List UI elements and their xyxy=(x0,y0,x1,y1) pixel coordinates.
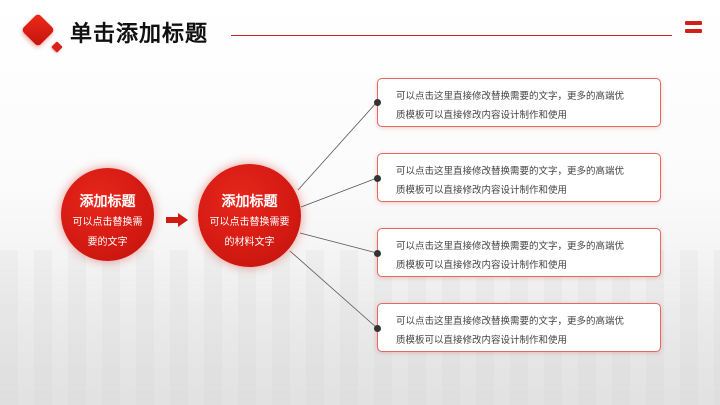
connector-dot-4 xyxy=(374,325,381,332)
connector-dot-2 xyxy=(374,175,381,182)
source-circle[interactable]: 添加标题 可以点击替换需 要的文字 xyxy=(61,168,154,261)
info-box-4-line2: 质模板可以直接修改内容设计制作和使用 xyxy=(396,335,568,346)
info-box-2-line1: 可以点击这里直接修改替换需要的文字，更多的高端优 xyxy=(396,166,625,177)
red-diamond-logo-icon xyxy=(20,13,68,56)
info-box-2[interactable]: 可以点击这里直接修改替换需要的文字，更多的高端优 质模板可以直接修改内容设计制作… xyxy=(377,153,661,202)
logo-small-diamond xyxy=(51,41,63,53)
info-box-3-line1: 可以点击这里直接修改替换需要的文字，更多的高端优 xyxy=(396,241,625,252)
hub-circle-text-2: 的材料文字 xyxy=(224,237,275,248)
logo-large-diamond xyxy=(21,13,55,47)
hub-circle-text-1: 可以点击替换需要 xyxy=(209,217,290,228)
info-box-3[interactable]: 可以点击这里直接修改替换需要的文字，更多的高端优 质模板可以直接修改内容设计制作… xyxy=(377,228,661,277)
page-title[interactable]: 单击添加标题 xyxy=(70,22,209,47)
source-circle-text-2: 要的文字 xyxy=(87,237,128,248)
info-box-1-line2: 质模板可以直接修改内容设计制作和使用 xyxy=(396,110,568,121)
info-box-4-line1: 可以点击这里直接修改替换需要的文字，更多的高端优 xyxy=(396,316,625,327)
info-box-1[interactable]: 可以点击这里直接修改替换需要的文字，更多的高端优 质模板可以直接修改内容设计制作… xyxy=(377,78,661,127)
connector-dot-1 xyxy=(374,99,381,106)
connector-dot-3 xyxy=(374,250,381,257)
source-circle-title: 添加标题 xyxy=(79,194,136,210)
info-box-4[interactable]: 可以点击这里直接修改替换需要的文字，更多的高端优 质模板可以直接修改内容设计制作… xyxy=(377,303,661,352)
source-circle-text-1: 可以点击替换需 xyxy=(72,217,143,228)
right-arrow-icon xyxy=(166,213,188,227)
info-box-3-line2: 质模板可以直接修改内容设计制作和使用 xyxy=(396,260,568,271)
menu-bars-icon[interactable] xyxy=(685,21,702,34)
menu-bar-bottom xyxy=(685,29,702,33)
info-box-1-line1: 可以点击这里直接修改替换需要的文字，更多的高端优 xyxy=(396,91,625,102)
title-divider xyxy=(231,35,672,36)
hub-circle-title: 添加标题 xyxy=(221,194,278,210)
info-box-2-line2: 质模板可以直接修改内容设计制作和使用 xyxy=(396,185,568,196)
menu-bar-top xyxy=(685,21,702,25)
hub-circle[interactable]: 添加标题 可以点击替换需要 的材料文字 xyxy=(198,164,301,267)
